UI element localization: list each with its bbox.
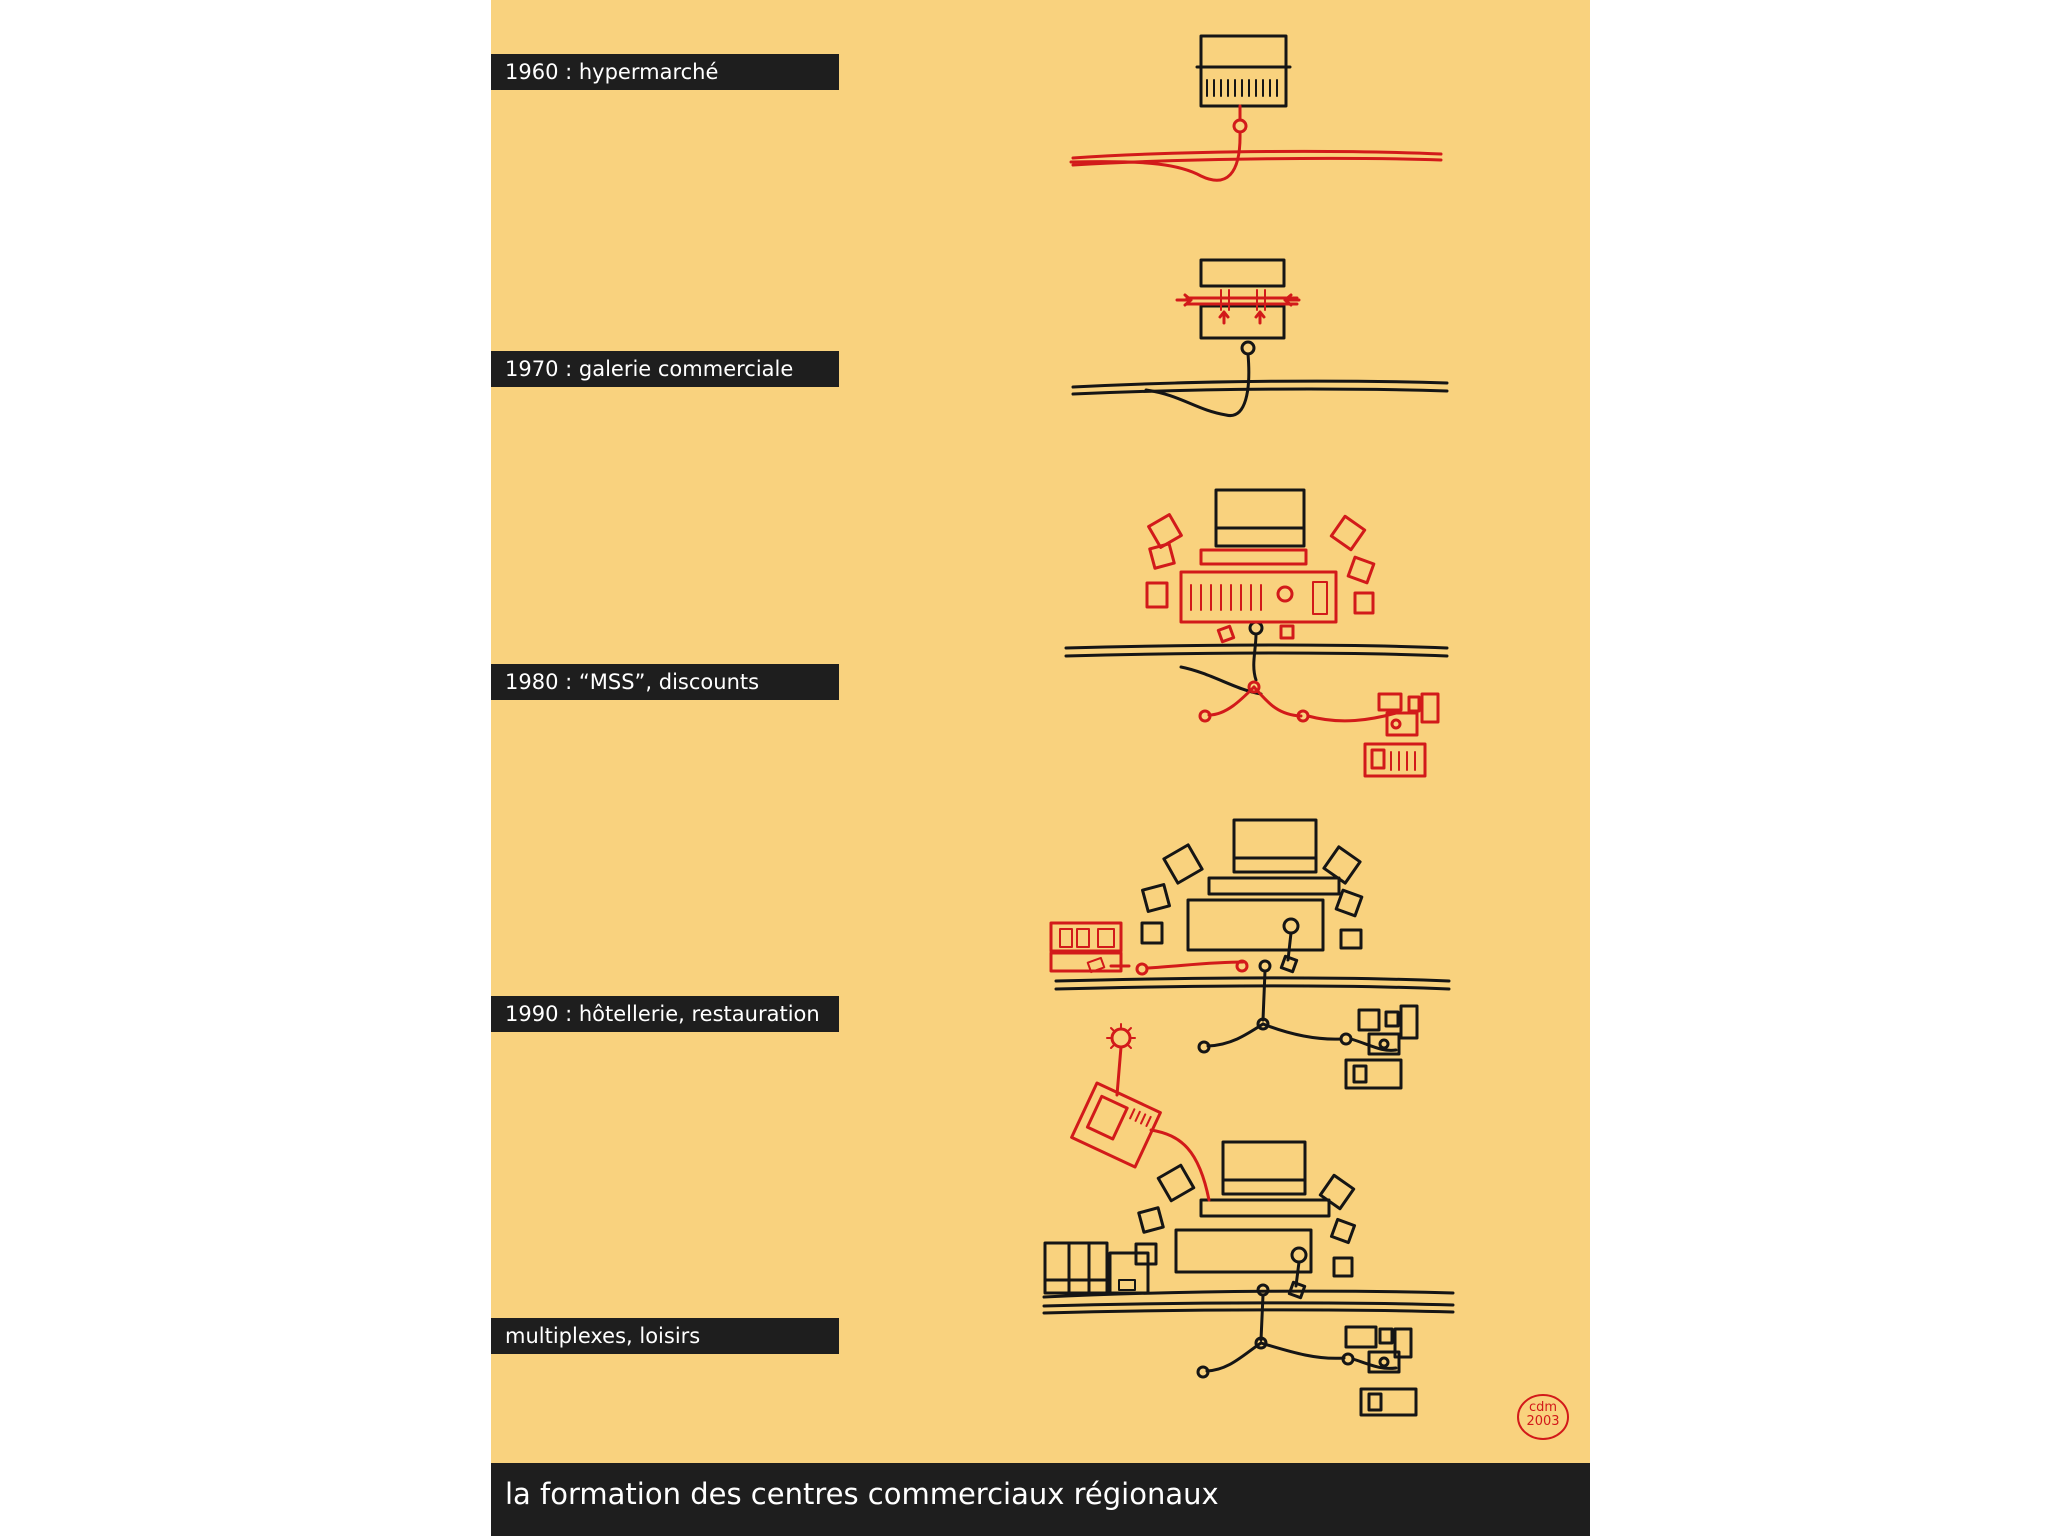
poster: 1960 : hypermarché 1970 : galerie commer…	[491, 0, 1590, 1536]
era-label-1960: 1960 : hypermarché	[491, 54, 839, 90]
sketch-1990	[1049, 818, 1451, 1090]
era-label-1990: 1990 : hôtellerie, restauration	[491, 996, 839, 1032]
footer-title: la formation des centres commerciaux rég…	[505, 1477, 1219, 1511]
sketch-1980	[1064, 488, 1449, 778]
sketches-diagram	[1042, 34, 1455, 1417]
era-label-1970: 1970 : galerie commerciale	[491, 351, 839, 387]
sketch-1960	[1069, 34, 1443, 182]
signature-ring	[1517, 1394, 1569, 1440]
era-label-1980: 1980 : “MSS”, discounts	[491, 664, 839, 700]
sketch-1970	[1071, 258, 1449, 417]
sketch-multiplexes	[1042, 1023, 1455, 1417]
signature-stamp: cdm 2003	[1516, 1393, 1570, 1441]
footer-bar: la formation des centres commerciaux rég…	[491, 1463, 1590, 1536]
signature-text: cdm 2003	[1526, 1400, 1560, 1429]
era-label-multiplexes: multiplexes, loisirs	[491, 1318, 839, 1354]
